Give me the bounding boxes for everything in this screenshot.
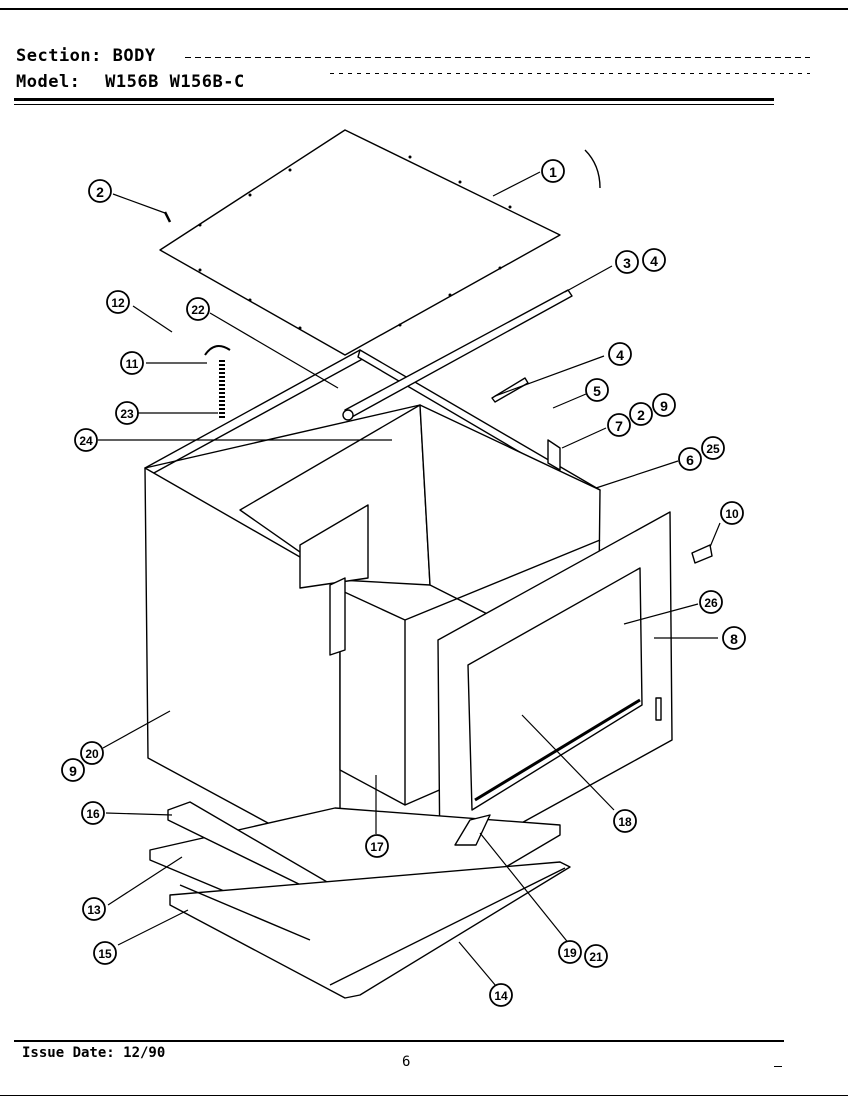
callout-label-c1: 1 <box>549 164 557 180</box>
top-rule <box>0 8 848 10</box>
clamp-part-10 <box>691 544 713 564</box>
section-value: BODY <box>112 46 156 66</box>
callout-c15 <box>93 941 117 965</box>
section-label: Section: <box>16 46 102 66</box>
section-heading: Section: BODY <box>16 46 156 66</box>
callout-c14 <box>489 983 513 1007</box>
issue-date: Issue Date: 12/90 <box>22 1045 166 1061</box>
callout-c5 <box>585 378 609 402</box>
callout-label-c2: 2 <box>96 184 104 200</box>
page-number: 6 <box>402 1054 411 1070</box>
callout-label-c19: 19 <box>563 946 577 960</box>
leader-lines <box>98 171 721 987</box>
callout-label-c7: 7 <box>615 418 623 434</box>
callout-c16 <box>81 801 105 825</box>
base-rail-15 <box>179 884 311 941</box>
callout-label-c3: 3 <box>623 255 631 271</box>
callout-label-c15: 15 <box>98 947 112 961</box>
hinge-rod <box>344 289 573 419</box>
callout-label-c25: 25 <box>706 442 720 456</box>
callout-label-c9a: 9 <box>660 398 668 414</box>
screw-part-2 <box>163 211 172 223</box>
callout-label-c4a: 4 <box>650 253 658 269</box>
callout-label-c9b: 9 <box>69 763 77 779</box>
model-label: Model: <box>16 72 81 92</box>
callout-c13 <box>82 897 106 921</box>
callout-label-c21: 21 <box>589 950 603 964</box>
callout-label-c24: 24 <box>79 434 93 448</box>
callout-c9b <box>61 758 85 782</box>
footer-rule <box>14 1040 784 1042</box>
callout-label-c6: 6 <box>686 452 694 468</box>
callout-c10 <box>720 501 744 525</box>
callout-label-c26: 26 <box>704 596 718 610</box>
callout-c22 <box>186 297 210 321</box>
top-panel-screws <box>198 155 512 330</box>
callout-c6 <box>678 447 702 471</box>
callout-c24 <box>74 428 98 452</box>
callout-label-c4b: 4 <box>616 347 624 363</box>
clip-part-11 <box>204 345 231 356</box>
callout-c18 <box>613 809 637 833</box>
callout-c21 <box>584 944 608 968</box>
callout-c3 <box>615 250 639 274</box>
callout-label-c5: 5 <box>593 383 601 399</box>
callout-label-c13: 13 <box>87 903 101 917</box>
callout-c8 <box>722 626 746 650</box>
model-heading: Model: W156B W156B-C <box>16 72 245 92</box>
front-frame-opening <box>467 567 643 811</box>
hinge-part-19 <box>454 814 491 846</box>
callout-label-c20: 20 <box>85 747 99 761</box>
callout-c25 <box>701 436 725 460</box>
callout-c9a <box>652 393 676 417</box>
callout-c4a <box>642 248 666 272</box>
model-dotted-rule <box>330 73 810 74</box>
callout-c12 <box>106 290 130 314</box>
callout-c2 <box>88 179 112 203</box>
callout-label-c8: 8 <box>730 631 738 647</box>
callout-c1 <box>541 159 565 183</box>
arc-mark <box>584 149 601 189</box>
callout-label-c18: 18 <box>618 815 632 829</box>
header-underline-2 <box>14 104 774 105</box>
section-dotted-rule <box>185 57 810 58</box>
callout-c23 <box>115 401 139 425</box>
callout-label-c22: 22 <box>191 303 205 317</box>
callout-label-c17: 17 <box>370 840 384 854</box>
divider-panel <box>339 589 406 806</box>
bracket-part-7 <box>547 439 561 471</box>
bottom-rule <box>0 1095 848 1096</box>
callout-label-c23: 23 <box>120 407 134 421</box>
callout-c26 <box>699 590 723 614</box>
callout-circles <box>61 159 746 1007</box>
callout-label-c11: 11 <box>126 357 139 371</box>
callout-label-c2b: 2 <box>637 407 645 423</box>
header-underline-1 <box>14 98 774 101</box>
callout-c17 <box>365 834 389 858</box>
top-panel <box>159 129 561 356</box>
callout-c11 <box>120 351 144 375</box>
callout-c19 <box>558 940 582 964</box>
base-rail-14 <box>169 861 571 999</box>
callout-c20 <box>80 741 104 765</box>
callout-label-c12: 12 <box>111 296 125 310</box>
callout-c4b <box>608 342 632 366</box>
callout-c7 <box>607 413 631 437</box>
callout-label-c14: 14 <box>494 989 508 1003</box>
model-value: W156B W156B-C <box>105 72 245 92</box>
callout-label-c10: 10 <box>725 507 739 521</box>
footer-tick <box>774 1066 782 1067</box>
callout-label-c16: 16 <box>86 807 100 821</box>
callout-c2b <box>629 402 653 426</box>
